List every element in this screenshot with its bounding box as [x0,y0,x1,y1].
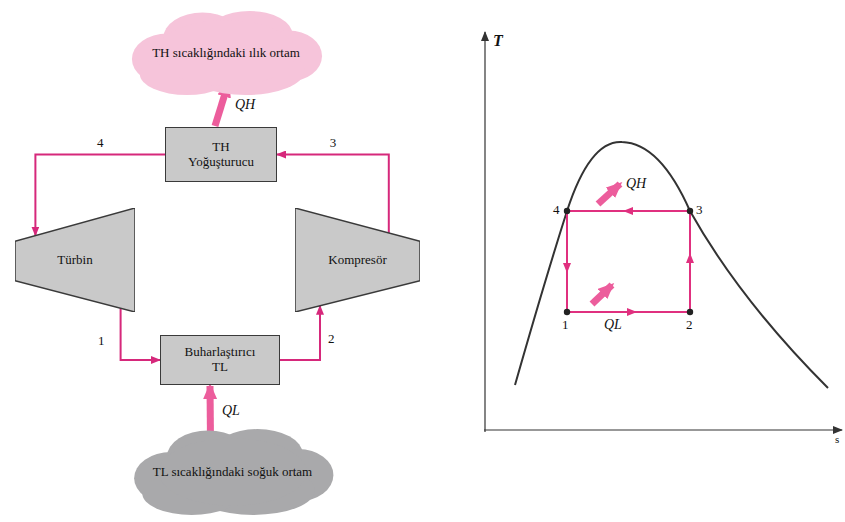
process-line [566,211,568,312]
t-axis [484,32,485,432]
cold-medium-cloud: TL sıcaklığındaki soğuk ortam [130,426,335,518]
state-point [564,208,570,214]
state-point [687,309,693,315]
state-point [687,208,693,214]
node-text: Kompresör [328,253,387,268]
node-text: Buharlaştırıcı [185,345,256,360]
axis-label: s [835,434,839,445]
flow-arrow [628,210,660,212]
state-number: 3 [330,136,337,149]
flow-arrow [689,258,691,280]
node-text: Türbin [57,253,92,268]
trapezoid [15,208,135,312]
s-axis [484,429,842,430]
heat-arrow [592,285,612,304]
state-number: 1 [562,318,569,331]
flow-line [121,308,160,360]
node-text: TH [212,140,229,155]
turbine-shape: Türbin [15,208,135,312]
flow-arrow [566,245,568,268]
trapezoid [295,208,420,312]
compressor-shape: Kompresör [295,208,420,312]
heat-label: QL [604,318,622,332]
state-number: 3 [696,203,703,216]
process-line [689,211,691,312]
node-text: TL [212,360,228,375]
heat-label: QL [222,404,240,418]
flow-arrow [600,311,632,313]
flow-line [280,306,320,360]
heat-label: QH [235,98,255,112]
state-number: 4 [97,136,104,149]
state-number: 4 [553,203,560,216]
evaporator-box: BuharlaştırıcıTL [160,335,280,385]
state-number: 2 [328,332,335,345]
condenser-box: THYoğuşturucu [165,127,277,182]
state-number: 2 [686,318,693,331]
state-point [564,309,570,315]
warm-medium-cloud: TH sıcaklığındaki ılık ortam [128,8,324,98]
state-number: 1 [98,334,105,347]
process-line [567,311,690,313]
process-line [567,210,690,212]
heat-arrow [598,184,620,204]
heat-label: QH [626,177,646,191]
node-text: TH sıcaklığındaki ılık ortam [152,46,300,61]
axis-label: T [493,33,503,49]
saturation-dome [515,142,828,388]
node-text: Yoğuşturucu [188,155,254,170]
node-text: TL sıcaklığındaki soğuk ortam [153,465,312,480]
